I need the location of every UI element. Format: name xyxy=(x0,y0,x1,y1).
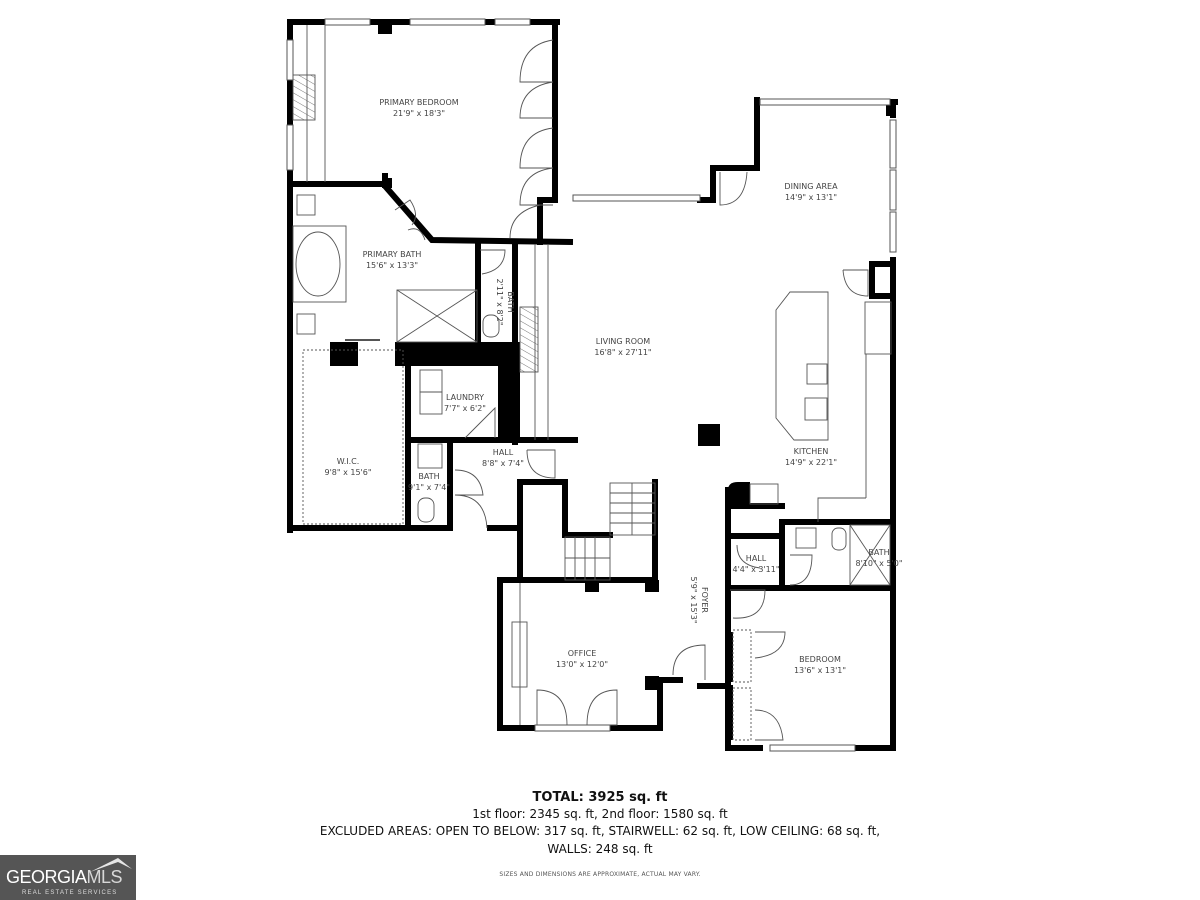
fixtures xyxy=(292,25,892,741)
total-area: TOTAL: 3925 sq. ft xyxy=(532,790,668,805)
room-foyer-dims: 5'9" x 15'3" xyxy=(689,576,698,623)
logo-brand: GEORGIAMLS xyxy=(6,867,123,888)
walls-area: WALLS: 248 sq. ft xyxy=(547,842,653,856)
roof-icon xyxy=(90,858,132,872)
floor-areas: 1st floor: 2345 sq. ft, 2nd floor: 1580 … xyxy=(472,807,728,821)
floor-plan: PRIMARY BEDROOM 21'9" x 18'3" PRIMARY BA… xyxy=(286,18,903,752)
room-kitchen-dims: 14'9" x 22'1" xyxy=(785,458,837,467)
room-bath-left-dims: 9'1" x 7'4" xyxy=(408,483,450,492)
room-bath-left-name: BATH xyxy=(418,472,439,481)
room-primary-bedroom-name: PRIMARY BEDROOM xyxy=(379,98,458,107)
room-wic-dims: 9'8" x 15'6" xyxy=(324,468,371,477)
room-bath-right-dims: 8'10" x 5'0" xyxy=(855,559,902,568)
room-labels: PRIMARY BEDROOM 21'9" x 18'3" PRIMARY BA… xyxy=(324,98,902,675)
room-office-dims: 13'0" x 12'0" xyxy=(556,660,608,669)
room-hall-left-name: HALL xyxy=(493,448,514,457)
room-primary-bath-name: PRIMARY BATH xyxy=(363,250,422,259)
room-living-room-name: LIVING ROOM xyxy=(596,337,651,346)
room-dining-area-dims: 14'9" x 13'1" xyxy=(785,193,837,202)
logo-brand-accent: MLS xyxy=(86,867,123,887)
room-office-name: OFFICE xyxy=(568,649,597,658)
walls xyxy=(287,19,898,751)
wall-fills xyxy=(330,22,896,740)
room-hall-right-name: HALL xyxy=(746,554,767,563)
logo-tagline: REAL ESTATE SERVICES xyxy=(22,890,118,896)
room-kitchen-name: KITCHEN xyxy=(794,447,829,456)
room-bedroom-name: BEDROOM xyxy=(799,655,841,664)
room-bedroom-dims: 13'6" x 13'1" xyxy=(794,666,846,675)
room-wic-name: W.I.C. xyxy=(337,457,360,466)
windows xyxy=(286,18,897,752)
stairs xyxy=(564,482,656,581)
room-primary-bedroom-dims: 21'9" x 18'3" xyxy=(393,109,445,118)
excluded-areas: EXCLUDED AREAS: OPEN TO BELOW: 317 sq. f… xyxy=(319,824,881,838)
doors xyxy=(394,39,869,741)
georgia-mls-logo: GEORGIAMLS REAL ESTATE SERVICES xyxy=(0,855,136,900)
logo-brand-main: GEORGIA xyxy=(6,867,87,887)
room-hall-left-dims: 8'8" x 7'4" xyxy=(482,459,524,468)
room-dining-area-name: DINING AREA xyxy=(784,182,838,191)
room-living-room-dims: 16'8" x 27'11" xyxy=(594,348,651,357)
room-bath-right-name: BATH xyxy=(868,548,889,557)
room-bath-upper-name: BATH xyxy=(506,291,515,312)
room-hall-right-dims: 4'4" x 3'11" xyxy=(732,565,779,574)
room-laundry-dims: 7'7" x 6'2" xyxy=(444,404,486,413)
room-bath-upper-dims: 2'11" x 8'2" xyxy=(495,278,504,325)
room-primary-bath-dims: 15'6" x 13'3" xyxy=(366,261,418,270)
room-foyer-name: FOYER xyxy=(700,587,709,613)
room-laundry-name: LAUNDRY xyxy=(446,393,484,402)
disclaimer: SIZES AND DIMENSIONS ARE APPROXIMATE, AC… xyxy=(499,871,701,878)
